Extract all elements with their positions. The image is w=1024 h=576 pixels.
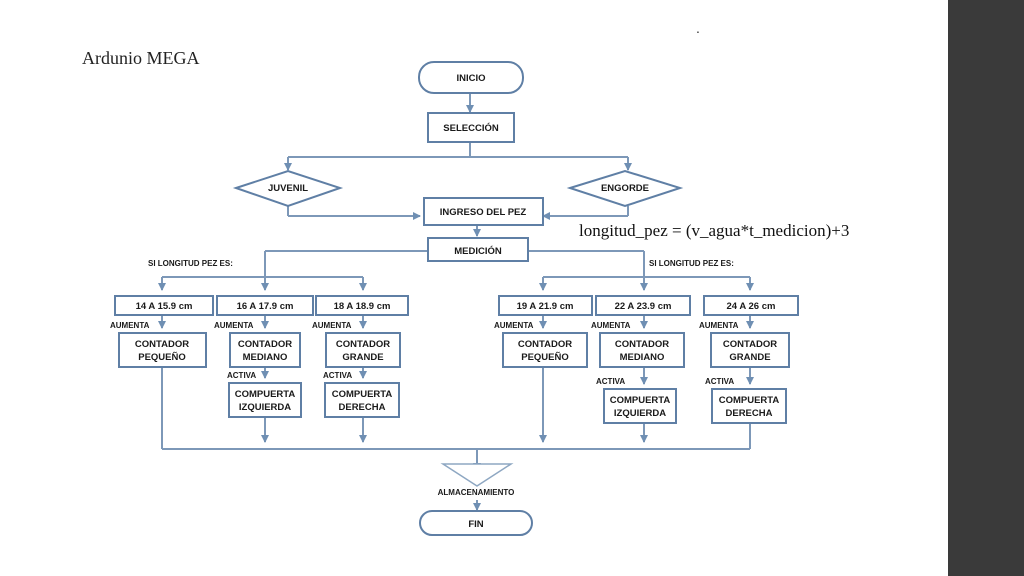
counter-box-1: CONTADOR PEQUEÑO xyxy=(118,332,207,368)
gate-box-4: COMPUERTA DERECHA xyxy=(711,388,787,424)
gate-3-line1: COMPUERTA xyxy=(610,395,671,406)
gate-box-2: COMPUERTA DERECHA xyxy=(324,382,400,418)
counter-5-line2: MEDIANO xyxy=(620,352,665,363)
formula-text: longitud_pez = (v_agua*t_medicion)+3 xyxy=(579,221,850,240)
range-box-5: 22 A 23.9 cm xyxy=(595,295,691,316)
inicio-label: INICIO xyxy=(456,73,485,84)
counter-box-2: CONTADOR MEDIANO xyxy=(229,332,301,368)
counter-box-4: CONTADOR PEQUEÑO xyxy=(502,332,588,368)
gate-4-line1: COMPUERTA xyxy=(719,395,780,406)
counter-3-line1: CONTADOR xyxy=(336,339,390,350)
fin-label: FIN xyxy=(468,519,483,530)
activa-label-2: ACTIVA xyxy=(323,371,352,380)
counter-box-6: CONTADOR GRANDE xyxy=(710,332,790,368)
counter-3-line2: GRANDE xyxy=(342,352,383,363)
activa-label-3: ACTIVA xyxy=(596,377,625,386)
fin-node: FIN xyxy=(419,510,533,536)
range-box-6: 24 A 26 cm xyxy=(703,295,799,316)
gate-box-3: COMPUERTA IZQUIERDA xyxy=(603,388,677,424)
engorde-decision: ENGORDE xyxy=(566,169,684,208)
counter-2-line1: CONTADOR xyxy=(238,339,292,350)
flowchart: INICIO SELECCIÓN JUVENIL ENGORDE INGRESO… xyxy=(110,61,799,536)
ingreso-node: INGRESO DEL PEZ xyxy=(423,197,544,226)
range-box-3: 18 A 18.9 cm xyxy=(315,295,409,316)
activa-label-1: ACTIVA xyxy=(227,371,256,380)
counter-4-line1: CONTADOR xyxy=(518,339,572,350)
aumenta-label-5: AUMENTA xyxy=(591,321,631,330)
counter-1-line2: PEQUEÑO xyxy=(138,352,186,363)
counter-5-line1: CONTADOR xyxy=(615,339,669,350)
si-longitud-left-label: SI LONGITUD PEZ ES: xyxy=(148,259,233,268)
range-label-2: 16 A 17.9 cm xyxy=(237,301,294,312)
engorde-label: ENGORDE xyxy=(601,183,649,194)
range-box-2: 16 A 17.9 cm xyxy=(216,295,314,316)
range-label-5: 22 A 23.9 cm xyxy=(615,301,672,312)
aumenta-label-1: AUMENTA xyxy=(110,321,150,330)
slide-title: Ardunio MEGA xyxy=(82,48,200,68)
seleccion-label: SELECCIÓN xyxy=(443,122,499,134)
slide-dot: . xyxy=(696,20,700,36)
range-box-4: 19 A 21.9 cm xyxy=(498,295,593,316)
gate-4-line2: DERECHA xyxy=(726,408,773,419)
counter-2-line2: MEDIANO xyxy=(243,352,288,363)
aumenta-label-6: AUMENTA xyxy=(699,321,739,330)
medicion-label: MEDICIÓN xyxy=(454,245,502,257)
gate-1-line1: COMPUERTA xyxy=(235,389,296,400)
range-label-3: 18 A 18.9 cm xyxy=(334,301,391,312)
counter-1-line1: CONTADOR xyxy=(135,339,189,350)
medicion-node: MEDICIÓN xyxy=(427,237,529,262)
slide: Ardunio MEGA . longitud_pez = (v_agua*t_… xyxy=(82,20,850,536)
juvenil-label: JUVENIL xyxy=(268,183,308,194)
aumenta-label-2: AUMENTA xyxy=(214,321,254,330)
range-label-6: 24 A 26 cm xyxy=(727,301,776,312)
si-longitud-right-label: SI LONGITUD PEZ ES: xyxy=(649,259,734,268)
gate-box-1: COMPUERTA IZQUIERDA xyxy=(228,382,302,418)
activa-label-4: ACTIVA xyxy=(705,377,734,386)
juvenil-decision: JUVENIL xyxy=(232,169,344,208)
counter-box-5: CONTADOR MEDIANO xyxy=(599,332,685,368)
ingreso-label: INGRESO DEL PEZ xyxy=(440,207,527,218)
gate-1-line2: IZQUIERDA xyxy=(239,402,291,413)
almacenamiento-label: ALMACENAMIENTO xyxy=(438,488,515,497)
counter-box-3: CONTADOR GRANDE xyxy=(325,332,401,368)
range-label-4: 19 A 21.9 cm xyxy=(517,301,574,312)
counter-6-line1: CONTADOR xyxy=(723,339,777,350)
sidebar-panel xyxy=(948,0,1024,576)
counter-4-line2: PEQUEÑO xyxy=(521,352,569,363)
range-label-1: 14 A 15.9 cm xyxy=(136,301,193,312)
seleccion-node: SELECCIÓN xyxy=(427,112,515,143)
gate-3-line2: IZQUIERDA xyxy=(614,408,666,419)
range-box-1: 14 A 15.9 cm xyxy=(114,295,214,316)
aumenta-label-3: AUMENTA xyxy=(312,321,352,330)
almacenamiento-node: ALMACENAMIENTO xyxy=(438,463,515,497)
aumenta-label-4: AUMENTA xyxy=(494,321,534,330)
gate-2-line2: DERECHA xyxy=(339,402,386,413)
inicio-node: INICIO xyxy=(418,61,524,94)
counter-6-line2: GRANDE xyxy=(729,352,770,363)
gate-2-line1: COMPUERTA xyxy=(332,389,393,400)
